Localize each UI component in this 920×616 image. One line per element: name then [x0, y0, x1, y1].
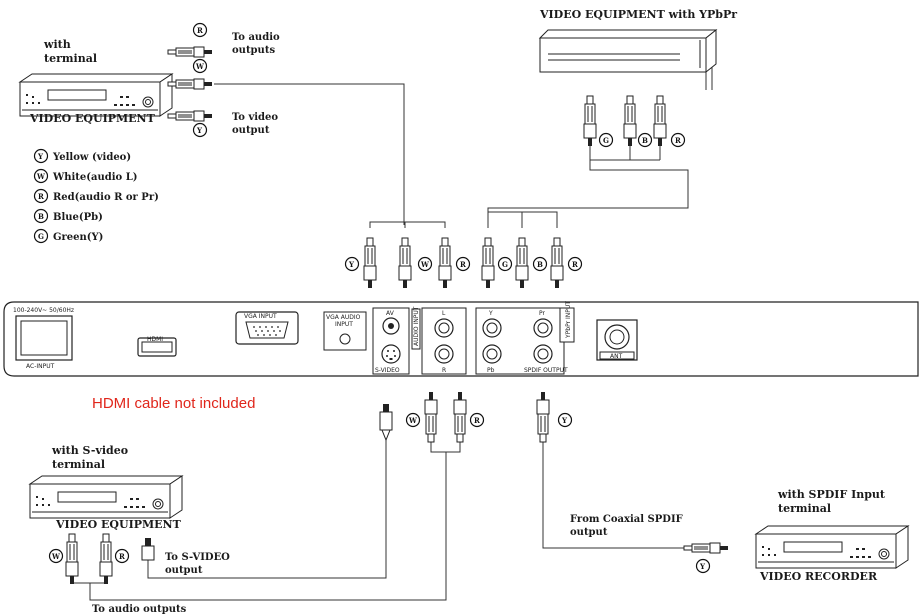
- svg-text:W: W: [420, 260, 429, 269]
- pr-port-label: Pr: [539, 310, 546, 317]
- to-audio-outputs-top-2: outputs: [232, 45, 275, 56]
- svg-text:G: G: [38, 232, 44, 241]
- ypbpr-badges-top: G B R: [598, 132, 686, 148]
- av-label: AV: [386, 310, 395, 317]
- ypbpr-input-side-label: YPbPr INPUT: [565, 301, 572, 339]
- to-svideo-output-2: output: [165, 565, 203, 576]
- vga-audio-input-label: INPUT: [335, 321, 353, 328]
- s-video-label: S-VIDEO: [375, 367, 400, 374]
- legend-white: White(audio L): [52, 172, 137, 183]
- svg-text:B: B: [642, 136, 648, 145]
- pb-port-label: Pb: [487, 367, 495, 374]
- hdmi-label: HDMI: [147, 336, 163, 343]
- to-video-output-2: output: [232, 125, 270, 136]
- svg-text:R: R: [119, 552, 125, 561]
- svg-text:Y: Y: [561, 416, 568, 425]
- y-port-label: Y: [488, 310, 493, 317]
- svg-text:W: W: [36, 172, 45, 181]
- bottom-left-plugs: W R: [48, 533, 155, 585]
- to-audio-outputs-top-1: To audio: [232, 32, 280, 43]
- svg-text:R: R: [572, 260, 578, 269]
- spdif-plug-recorder: Y: [683, 542, 729, 574]
- svg-text:G: G: [603, 136, 609, 145]
- coaxial-spdif-label-2: output: [570, 527, 608, 538]
- color-legend: Y Yellow (video) W White(audio L) R Red(…: [33, 148, 159, 244]
- to-audio-outputs-bottom: To audio outputs: [92, 604, 187, 615]
- ypbpr-plugs-top: [583, 95, 667, 147]
- audio-r-label: R: [442, 367, 446, 374]
- spdif-input-label-1: with SPDIF Input: [777, 488, 886, 501]
- badge-w-top-left: W: [192, 58, 208, 74]
- svg-text:W: W: [408, 416, 417, 425]
- svideo-device-label-1: with S-video: [51, 444, 128, 457]
- to-svideo-output-1: To S-VIDEO: [165, 552, 230, 563]
- audio-plugs-bottom: W R: [405, 391, 485, 443]
- svg-text:R: R: [675, 136, 681, 145]
- tv-input-badges: Y W R G B R: [344, 256, 583, 272]
- audio-input-side-label: AUDIO INPUT: [413, 306, 420, 346]
- svg-text:Y: Y: [37, 152, 44, 161]
- svg-text:R: R: [197, 26, 203, 35]
- legend-blue: Blue(Pb): [53, 212, 103, 223]
- video-recorder-label: VIDEO RECORDER: [759, 570, 878, 583]
- plug-w-top-left: [167, 78, 213, 90]
- svg-text:R: R: [460, 260, 466, 269]
- svideo-device-label-2: terminal: [52, 458, 105, 471]
- bottom-left-equipment-label: VIDEO EQUIPMENT: [55, 518, 182, 531]
- vga-input-label: VGA INPUT: [244, 313, 277, 320]
- video-equipment-top: [19, 73, 173, 117]
- legend-green: Green(Y): [53, 232, 103, 243]
- hdmi-cable-note: HDMI cable not included: [92, 395, 255, 412]
- ant-label: ANT: [610, 353, 623, 360]
- ac-input-label: AC-INPUT: [26, 363, 55, 370]
- ypbpr-equipment-label: VIDEO EQUIPMENT with YPbPr: [539, 8, 737, 21]
- svg-text:R: R: [474, 416, 480, 425]
- svg-text:Y: Y: [699, 562, 706, 571]
- plug-r-top-left: [167, 46, 213, 58]
- ypbpr-device: [538, 28, 718, 74]
- svg-text:B: B: [38, 212, 44, 221]
- audio-l-label: L: [442, 310, 446, 317]
- top-left-label-line2: terminal: [44, 52, 97, 65]
- ac-voltage-label: 100-240V~ 50/60Hz: [13, 307, 74, 314]
- spdif-plug-bottom: Y: [536, 391, 573, 443]
- vga-audio-label: VGA AUDIO: [326, 314, 361, 321]
- legend-red: Red(audio R or Pr): [53, 192, 159, 203]
- badge-y-top-left: Y: [192, 122, 208, 138]
- spdif-output-label: SPDIF OUTPUT: [524, 367, 568, 374]
- svg-text:W: W: [51, 552, 60, 561]
- svg-text:G: G: [502, 260, 508, 269]
- spdif-input-label-2: terminal: [778, 502, 831, 515]
- svg-text:B: B: [537, 260, 543, 269]
- plug-y-top-left: [167, 110, 213, 122]
- top-left-equipment-label: VIDEO EQUIPMENT: [29, 112, 156, 125]
- top-left-label-line1: with: [43, 38, 71, 51]
- svg-text:W: W: [195, 62, 204, 71]
- video-equipment-bottom: [29, 475, 183, 519]
- svg-text:Y: Y: [196, 126, 203, 135]
- svg-text:Y: Y: [348, 260, 355, 269]
- badge-r-top-left: R: [192, 22, 208, 38]
- coaxial-spdif-label-1: From Coaxial SPDIF: [570, 514, 683, 525]
- video-recorder-device: [755, 525, 909, 569]
- legend-yellow: Yellow (video): [52, 152, 131, 163]
- svg-text:R: R: [38, 192, 44, 201]
- to-video-output-1: To video: [232, 112, 278, 123]
- tv-rear-panel: 100-240V~ 50/60Hz AC-INPUT HDMI VGA INPU…: [3, 301, 919, 377]
- s-video-plug-bottom: [379, 404, 393, 442]
